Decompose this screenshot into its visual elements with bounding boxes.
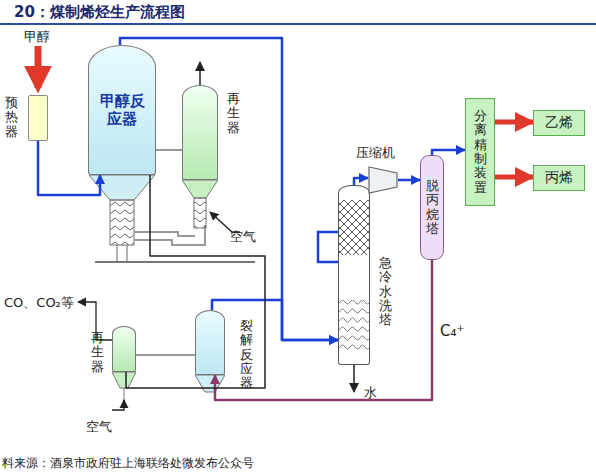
edge-label: C₄⁺	[438, 322, 466, 340]
stream-label: CO、CO₂等	[4, 294, 74, 312]
unit-label: 再生器	[227, 92, 240, 135]
process-unit: 再生器	[112, 326, 136, 372]
process-unit: 甲醇反应器	[88, 45, 156, 175]
unit-label: 急冷水洗塔	[379, 256, 392, 327]
process-unit: 再生器	[182, 85, 218, 180]
figure-title: 20：煤制烯烃生产流程图	[14, 3, 185, 22]
flow-line	[136, 354, 195, 356]
process-unit: 压缩机	[368, 166, 398, 194]
unit-label: 预热器	[5, 96, 18, 139]
flow-line	[495, 120, 533, 125]
process-unit: 预热器	[28, 95, 48, 141]
unit-label: 丙烯	[545, 169, 573, 187]
flow-line	[495, 175, 533, 180]
unit-label: 裂解反应器	[240, 319, 253, 390]
flow-line	[212, 300, 338, 340]
process-unit: 丙烯	[533, 165, 585, 191]
stream-label: 空气	[230, 228, 256, 246]
stream-label: 水	[364, 384, 377, 402]
flow-line	[354, 178, 368, 185]
unit-label: 甲醇反应器	[99, 92, 146, 128]
flow-line	[398, 179, 420, 182]
process-unit: 急冷水洗塔	[338, 185, 370, 365]
stream-label: 空气	[86, 418, 112, 436]
unit-label: 压缩机	[356, 144, 395, 162]
stream-label: 甲醇	[24, 28, 50, 46]
unit-label: 再生器	[91, 331, 104, 374]
unit-label: 乙烯	[545, 114, 573, 132]
unit-label: 脱丙烷塔	[426, 179, 439, 236]
source-caption: 料来源：酒泉市政府驻上海联络处微发布公众号	[2, 455, 254, 472]
process-unit: 乙烯	[533, 110, 585, 136]
process-unit: 脱丙烷塔	[420, 155, 444, 260]
process-unit: 裂解反应器	[195, 310, 225, 375]
process-unit: 分离精制装置	[465, 98, 495, 206]
flow-line	[156, 149, 182, 151]
compressor-symbol	[368, 166, 398, 194]
flow-line	[215, 260, 432, 400]
unit-label: 分离精制装置	[474, 109, 487, 195]
